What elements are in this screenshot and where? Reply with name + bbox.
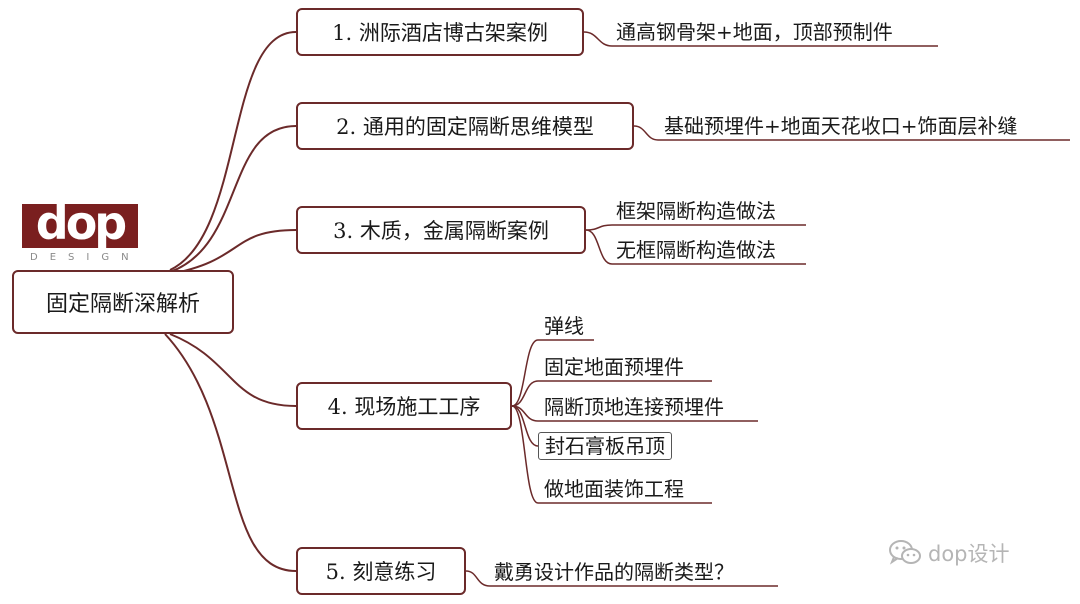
dop-design-logo: dop DESIGN — [22, 200, 141, 268]
leaf-4-4[interactable]: 封石膏板吊顶 — [538, 432, 672, 460]
connector-root-topic-3 — [169, 229, 297, 275]
logo-mark: dop — [22, 200, 138, 248]
watermark-text: dop设计 — [928, 542, 1010, 566]
leaf-1-1[interactable]: 通高钢骨架+地面，顶部预制件 — [616, 20, 893, 44]
leaf-3-2[interactable]: 无框隔断构造做法 — [616, 238, 776, 262]
topic-node-1[interactable]: 1. 洲际酒店博古架案例 — [296, 8, 584, 56]
leaf-4-2[interactable]: 固定地面预埋件 — [544, 355, 684, 379]
connector-topic5-leaf1 — [465, 570, 778, 587]
leaf-4-5[interactable]: 做地面装饰工程 — [544, 477, 684, 501]
connector-topic4-leaf2 — [511, 380, 712, 407]
leaf-4-3[interactable]: 隔断顶地连接预埋件 — [544, 395, 724, 419]
connector-topic3-leaf1 — [585, 224, 806, 231]
connector-topic2-leaf1 — [633, 125, 1070, 141]
root-node[interactable]: 固定隔断深解析 — [12, 270, 234, 334]
wechat-icon — [889, 540, 921, 565]
leaf-2-1[interactable]: 基础预埋件+地面天花收口+饰面层补缝 — [664, 114, 1018, 138]
connector-root-topic-2 — [169, 125, 297, 273]
leaf-4-1[interactable]: 弹线 — [544, 314, 584, 338]
connector-topic4-leaf4 — [511, 405, 539, 447]
connector-topic4-leaf5 — [511, 405, 712, 504]
connector-topic1-leaf1 — [583, 31, 938, 47]
connector-root-topic-4 — [169, 333, 297, 407]
leaf-5-1[interactable]: 戴勇设计作品的隔断类型？ — [494, 560, 734, 584]
topic-node-5[interactable]: 5. 刻意练习 — [296, 547, 466, 595]
connector-root-topic-5 — [164, 333, 297, 572]
logo-subtext: DESIGN — [30, 252, 141, 263]
leaf-3-1[interactable]: 框架隔断构造做法 — [616, 199, 776, 223]
connector-topic4-leaf1 — [511, 339, 594, 407]
topic-node-4[interactable]: 4. 现场施工工序 — [296, 382, 512, 430]
watermark: dop设计 — [888, 538, 1010, 568]
connector-topic3-leaf2 — [585, 229, 806, 265]
topic-node-3[interactable]: 3. 木质，金属隔断案例 — [296, 206, 586, 254]
topic-node-2[interactable]: 2. 通用的固定隔断思维模型 — [296, 102, 634, 150]
connector-root-topic-1 — [169, 31, 297, 271]
